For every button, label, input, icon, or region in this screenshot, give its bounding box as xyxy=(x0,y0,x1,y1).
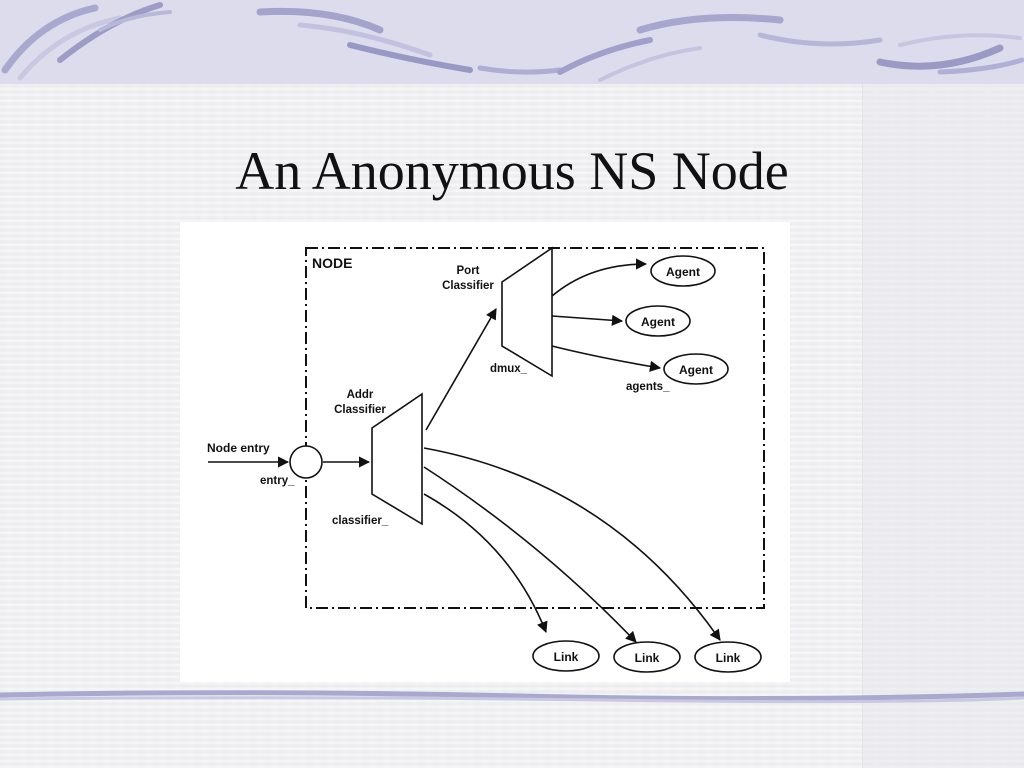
addr-classifier-label-2: Classifier xyxy=(334,404,386,416)
addr-classifier-shape xyxy=(371,392,423,526)
node-label: NODE xyxy=(312,255,352,271)
classifier-to-link-3-arrow xyxy=(423,447,721,641)
entry-var-label: entry_ xyxy=(260,475,295,487)
port-to-agent-1-arrow xyxy=(551,258,648,297)
classifier-to-link-2-arrow xyxy=(423,466,637,643)
classifier-var-label: classifier_ xyxy=(332,515,389,527)
link-label-2: Link xyxy=(635,651,660,665)
agents-var-label: agents_ xyxy=(626,381,670,393)
link-ellipse-1 xyxy=(532,640,600,672)
agent-label-1: Agent xyxy=(666,265,700,279)
agent-ellipse-2 xyxy=(625,305,691,337)
addr-to-port-arrow xyxy=(425,308,497,431)
agent-label-3: Agent xyxy=(679,363,713,377)
bottom-rule xyxy=(0,690,1024,704)
node-entry-label: Node entry xyxy=(207,441,270,455)
header-band xyxy=(0,0,1024,84)
port-classifier-label-2: Classifier xyxy=(442,280,494,292)
port-classifier-shape xyxy=(501,246,553,378)
slide-title: An Anonymous NS Node xyxy=(235,141,789,201)
right-panel-decoration xyxy=(862,80,1024,768)
port-to-agent-3-arrow xyxy=(551,345,662,372)
ns-node-diagram: NODE Node entry entry_ Addr Classifier c… xyxy=(207,246,765,673)
diagram-figure: NODE Node entry entry_ Addr Classifier c… xyxy=(180,222,790,682)
entry-circle xyxy=(289,445,323,479)
classifier-to-link-1-arrow xyxy=(423,493,548,634)
agent-label-2: Agent xyxy=(641,315,675,329)
agent-ellipse-1 xyxy=(650,255,716,287)
addr-classifier-label-1: Addr xyxy=(347,389,374,401)
link-label-3: Link xyxy=(716,651,741,665)
dmux-var-label: dmux_ xyxy=(490,363,528,375)
port-classifier-label-1: Port xyxy=(457,265,480,277)
port-to-agent-2-arrow xyxy=(551,314,624,326)
agent-ellipse-3 xyxy=(663,353,729,385)
link-ellipse-3 xyxy=(694,641,762,673)
link-label-1: Link xyxy=(554,650,579,664)
header-swirls xyxy=(1,2,1024,82)
link-ellipse-2 xyxy=(613,641,681,673)
node-boundary xyxy=(305,247,765,609)
